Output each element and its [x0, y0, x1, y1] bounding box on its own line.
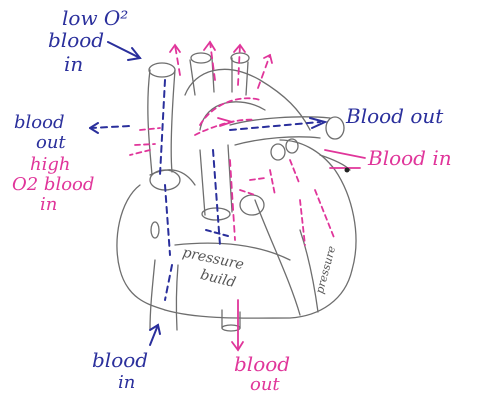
blood-in-bottom-label-line2: in: [118, 374, 135, 392]
blue-flow-arrows: [90, 42, 325, 345]
high-o2-label-line2: O2 blood: [12, 176, 94, 194]
blood-in-right-label: Blood in: [368, 148, 452, 168]
low-o2-label-line1: low O²: [62, 8, 128, 28]
dot-marker: [345, 168, 350, 173]
low-o2-label-line3: in: [64, 54, 83, 74]
blood-out-right-label: Blood out: [346, 106, 443, 126]
blood-out-bottom-label-line2: out: [250, 376, 280, 394]
blood-out-bottom-label-line1: blood: [234, 354, 290, 374]
low-o2-label-line2: blood: [48, 30, 104, 50]
blood-out-left-label-line1: blood: [14, 114, 64, 132]
high-o2-label-line3: in: [40, 196, 57, 214]
blood-out-left-label-line2: out: [36, 134, 66, 152]
blood-in-bottom-label-line1: blood: [92, 350, 148, 370]
high-o2-label-line1: high: [30, 156, 70, 174]
